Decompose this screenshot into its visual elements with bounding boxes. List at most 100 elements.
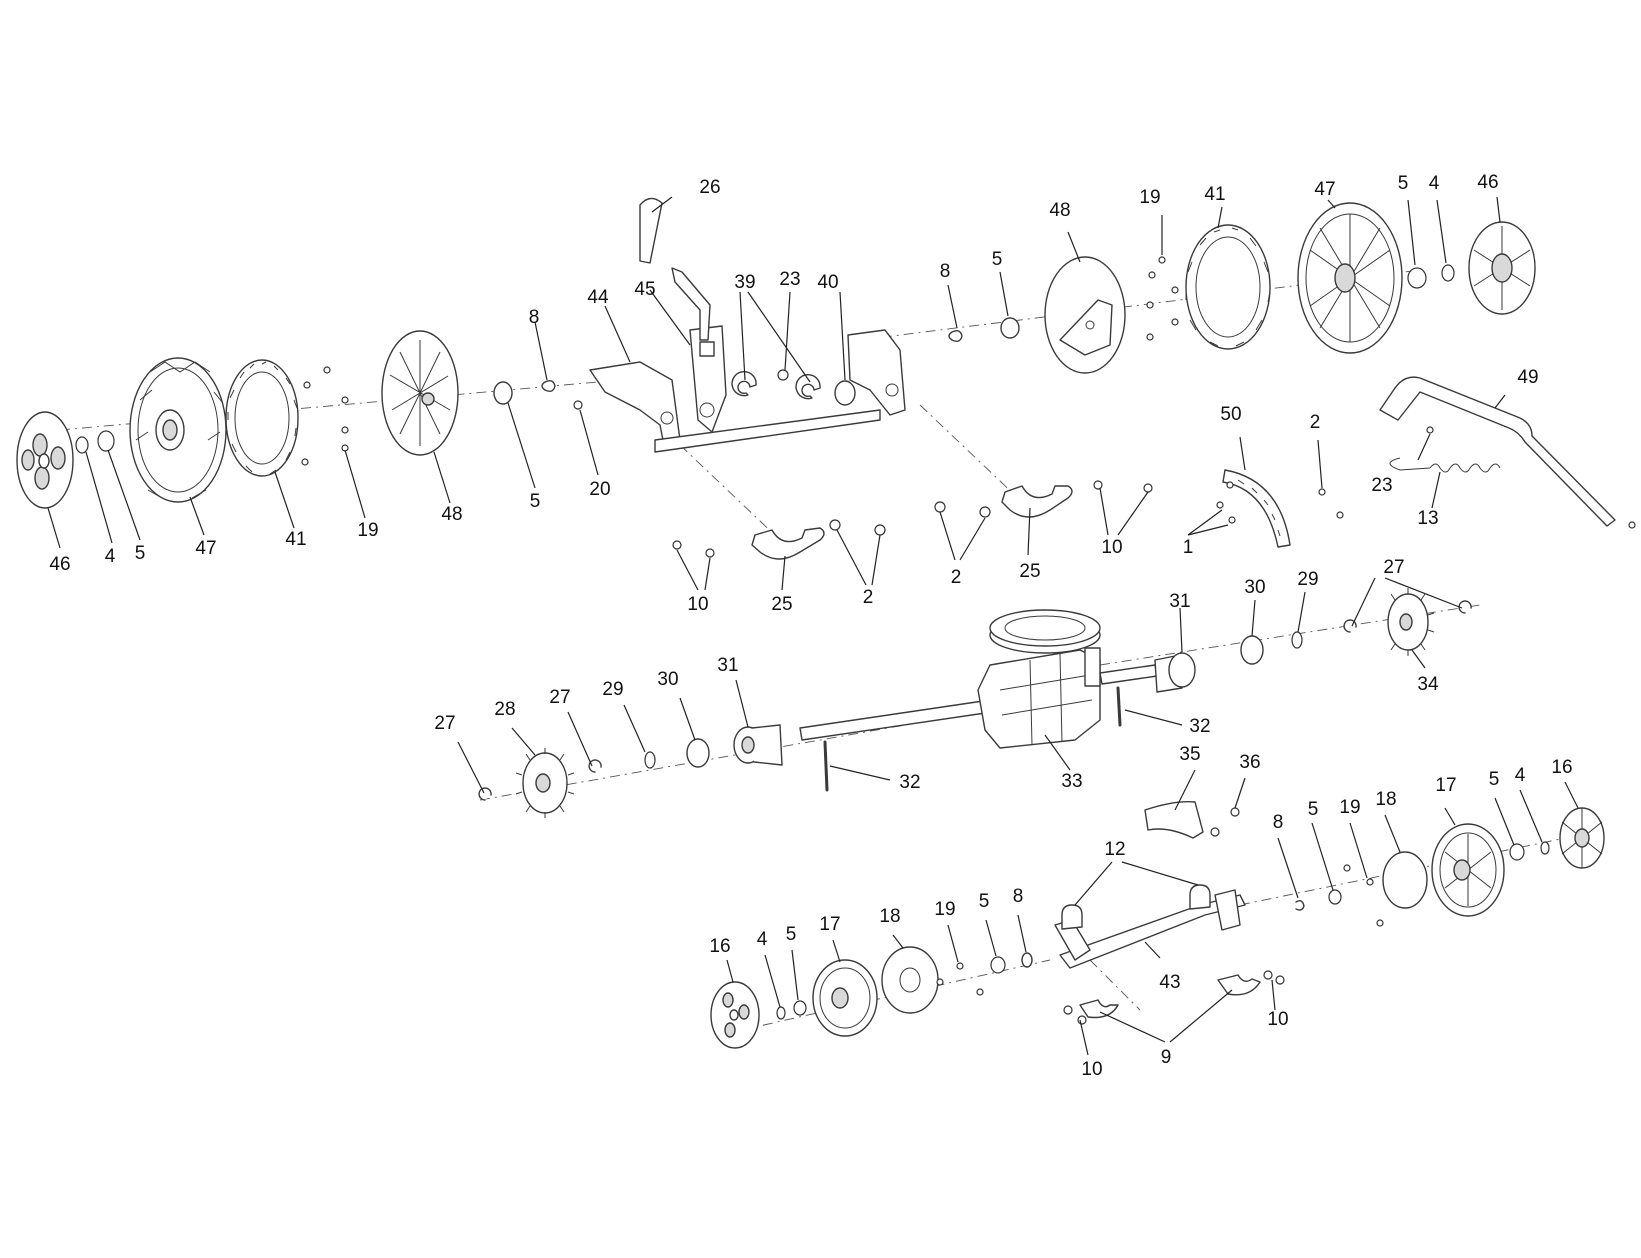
- callout-1: 1: [1183, 537, 1194, 558]
- nut-23-bracket: [777, 369, 789, 381]
- callout-39: 39: [734, 272, 755, 293]
- e-clip-27-b: [588, 759, 602, 773]
- washer-29-left: [644, 751, 656, 769]
- screw-19-lower-left: [956, 962, 964, 970]
- bushing-30-right: [1240, 635, 1264, 665]
- callout-2: 2: [951, 567, 962, 588]
- bracket-9-left: [1079, 999, 1119, 1019]
- leader-lines: [47, 196, 1579, 1056]
- callout-41: 41: [285, 529, 306, 550]
- bracket-25-right-group: [934, 480, 1153, 518]
- pinion-34: [1387, 588, 1435, 656]
- callout-5: 5: [1308, 799, 1319, 820]
- callout-19: 19: [1139, 187, 1160, 208]
- gearbox-33: [977, 609, 1101, 749]
- callout-4: 4: [1429, 173, 1440, 194]
- pin-32-right: [1116, 686, 1122, 727]
- pinion-28: [515, 748, 575, 818]
- washer-5-lower-left-b: [990, 956, 1006, 974]
- lever-26: [639, 197, 711, 341]
- callout-26: 26: [699, 177, 720, 198]
- washer-5-upper-right: [1000, 317, 1020, 339]
- bolt-20: [573, 400, 583, 410]
- bracket-44: [589, 361, 681, 451]
- hubcap-46-right: [1468, 221, 1536, 315]
- callout-48: 48: [441, 504, 462, 525]
- callout-10: 10: [1267, 1009, 1288, 1030]
- hubcap-16-right: [1559, 807, 1605, 869]
- callout-20: 20: [589, 479, 610, 500]
- callout-47: 47: [195, 538, 216, 559]
- callout-18: 18: [879, 906, 900, 927]
- callout-8: 8: [1273, 812, 1284, 833]
- callout-9: 9: [1161, 1047, 1172, 1068]
- callout-labels: 46 4 5 47 41 19 48 5 8 20 44 45 26 39 23…: [49, 172, 1572, 1080]
- bushing-5-left: [493, 381, 513, 405]
- callout-4: 4: [1515, 765, 1526, 786]
- gear-ring-41-left: [225, 359, 299, 477]
- callout-31: 31: [717, 655, 738, 676]
- callout-29: 29: [602, 679, 623, 700]
- wheel-47-left: [129, 357, 227, 503]
- height-adjust-bracket: [589, 197, 906, 453]
- callout-16: 16: [709, 936, 730, 957]
- wheel-47-right: [1297, 202, 1403, 354]
- callout-5: 5: [992, 249, 1003, 270]
- clip-8-right: [948, 329, 963, 343]
- callout-31: 31: [1169, 591, 1190, 612]
- nut-4-lower-left: [776, 1006, 786, 1020]
- bracket-9-right: [1217, 974, 1261, 996]
- hubcap-46-left: [16, 411, 74, 509]
- callout-33: 33: [1061, 771, 1082, 792]
- rear-axle-group: [1054, 884, 1285, 1025]
- left-upper-wheel-assembly: [16, 330, 583, 509]
- bushing-30-left: [686, 738, 710, 768]
- callout-4: 4: [105, 546, 116, 567]
- plate-45: [689, 325, 727, 433]
- screw-36-a: [1230, 807, 1240, 817]
- nut-4-lower-right: [1540, 841, 1550, 855]
- cover-48-right: [1044, 256, 1126, 374]
- callout-19: 19: [357, 520, 378, 541]
- callout-5: 5: [786, 924, 797, 945]
- callout-32: 32: [1189, 716, 1210, 737]
- bracket-right: [847, 329, 906, 416]
- callout-43: 43: [1159, 972, 1180, 993]
- cover-18-right: [1382, 851, 1428, 909]
- cover-48-left: [381, 330, 459, 456]
- callout-23: 23: [779, 269, 800, 290]
- callout-8: 8: [1013, 886, 1024, 907]
- callout-34: 34: [1417, 674, 1439, 695]
- callout-27: 27: [549, 687, 570, 708]
- callout-2: 2: [863, 587, 874, 608]
- callout-44: 44: [587, 287, 609, 308]
- callout-30: 30: [1244, 577, 1265, 598]
- shaft-stub-right: [1099, 664, 1158, 685]
- lower-right-wheel-group: [1295, 807, 1605, 927]
- e-clip-39-b: [795, 373, 821, 400]
- shield-50: [1222, 469, 1291, 548]
- callout-8: 8: [940, 261, 951, 282]
- callout-35: 35: [1179, 744, 1200, 765]
- callout-12: 12: [1104, 839, 1125, 860]
- e-clip-39-a: [731, 370, 757, 397]
- callout-18: 18: [1375, 789, 1396, 810]
- callout-32: 32: [899, 772, 920, 793]
- clip-8-left: [541, 379, 556, 393]
- callout-46: 46: [49, 554, 70, 575]
- guard-35: [1144, 800, 1204, 839]
- bracket-12-right: [1189, 884, 1211, 910]
- washer-40: [834, 380, 856, 406]
- screw-19-lower-right: [1366, 878, 1374, 886]
- washer-5-right: [1407, 267, 1427, 289]
- callout-19: 19: [934, 899, 955, 920]
- axle-bar: [654, 409, 881, 453]
- callout-29: 29: [1297, 569, 1318, 590]
- washer-5-left: [97, 430, 115, 452]
- spring-13: [1389, 457, 1501, 473]
- callout-5: 5: [1398, 173, 1409, 194]
- callout-5: 5: [530, 491, 541, 512]
- callout-10: 10: [1081, 1059, 1102, 1080]
- screws-19-left: [301, 366, 349, 466]
